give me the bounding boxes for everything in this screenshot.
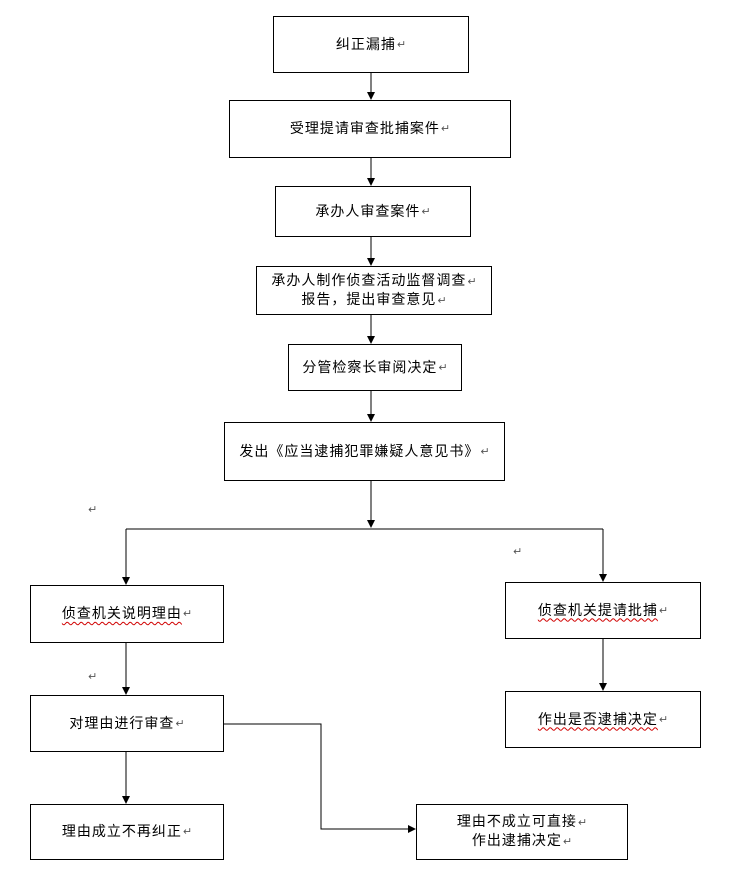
node-police-request-arrest: 侦查机关提请批捕↵ bbox=[505, 582, 701, 639]
node-reasons-invalid: 理由不成立可直接↵ 作出逮捕决定↵ bbox=[416, 804, 628, 860]
node-label: 理由成立不再纠正 bbox=[61, 824, 182, 840]
stray-paragraph-mark-icon: ↵ bbox=[513, 545, 523, 558]
node-accept-case: 受理提请审查批捕案件↵ bbox=[229, 100, 511, 158]
node-label: 分管检察长审阅决定 bbox=[302, 359, 438, 376]
paragraph-mark-icon: ↵ bbox=[421, 204, 431, 218]
paragraph-mark-icon: ↵ bbox=[396, 37, 407, 51]
node-reasons-valid: 理由成立不再纠正↵ bbox=[30, 804, 224, 860]
paragraph-mark-icon: ↵ bbox=[182, 607, 193, 620]
paragraph-mark-icon: ↵ bbox=[562, 835, 573, 848]
paragraph-mark-icon: ↵ bbox=[437, 293, 447, 307]
node-issue-opinion: 发出《应当逮捕犯罪嫌疑人意见书》↵ bbox=[224, 422, 505, 481]
paragraph-mark-icon: ↵ bbox=[467, 274, 477, 288]
paragraph-mark-icon: ↵ bbox=[480, 444, 490, 458]
arrow-n9-n12 bbox=[224, 723, 416, 833]
node-arrest-decision: 作出是否逮捕决定↵ bbox=[505, 691, 701, 748]
paragraph-mark-icon: ↵ bbox=[658, 712, 669, 726]
paragraph-mark-icon: ↵ bbox=[175, 716, 185, 730]
paragraph-mark-icon: ↵ bbox=[182, 825, 193, 838]
node-label: 侦查机关说明理由 bbox=[61, 606, 182, 622]
node-label-line-2: 报告，提出审查意见↵ bbox=[301, 291, 447, 308]
node-label-line-1: 理由不成立可直接↵ bbox=[456, 814, 588, 830]
node-label: 纠正漏捕 bbox=[335, 36, 396, 53]
node-label: 承办人审查案件 bbox=[315, 203, 421, 220]
node-label: 发出《应当逮捕犯罪嫌疑人意见书》 bbox=[239, 443, 480, 460]
node-label: 对理由进行审查 bbox=[69, 715, 175, 732]
node-label-line-2: 作出逮捕决定↵ bbox=[471, 833, 573, 849]
stray-paragraph-mark-icon: ↵ bbox=[88, 670, 98, 683]
node-label: 作出是否逮捕决定 bbox=[537, 711, 658, 728]
node-correct-missed-arrest: 纠正漏捕↵ bbox=[273, 16, 469, 73]
node-supervision-report: 承办人制作侦查活动监督调查↵ 报告，提出审查意见↵ bbox=[256, 266, 492, 315]
node-review-reasons: 对理由进行审查↵ bbox=[30, 695, 224, 752]
node-label-line-1: 承办人制作侦查活动监督调查↵ bbox=[271, 272, 477, 289]
paragraph-mark-icon: ↵ bbox=[577, 816, 588, 829]
paragraph-mark-icon: ↵ bbox=[440, 122, 451, 135]
stray-paragraph-mark-icon: ↵ bbox=[88, 503, 98, 516]
node-chief-decision: 分管检察长审阅决定↵ bbox=[288, 344, 462, 391]
node-label: 受理提请审查批捕案件 bbox=[289, 121, 440, 137]
paragraph-mark-icon: ↵ bbox=[438, 360, 448, 374]
node-label: 侦查机关提请批捕 bbox=[537, 602, 658, 619]
node-police-explain: 侦查机关说明理由↵ bbox=[30, 585, 224, 643]
paragraph-mark-icon: ↵ bbox=[658, 603, 669, 617]
node-handler-review: 承办人审查案件↵ bbox=[275, 186, 471, 237]
